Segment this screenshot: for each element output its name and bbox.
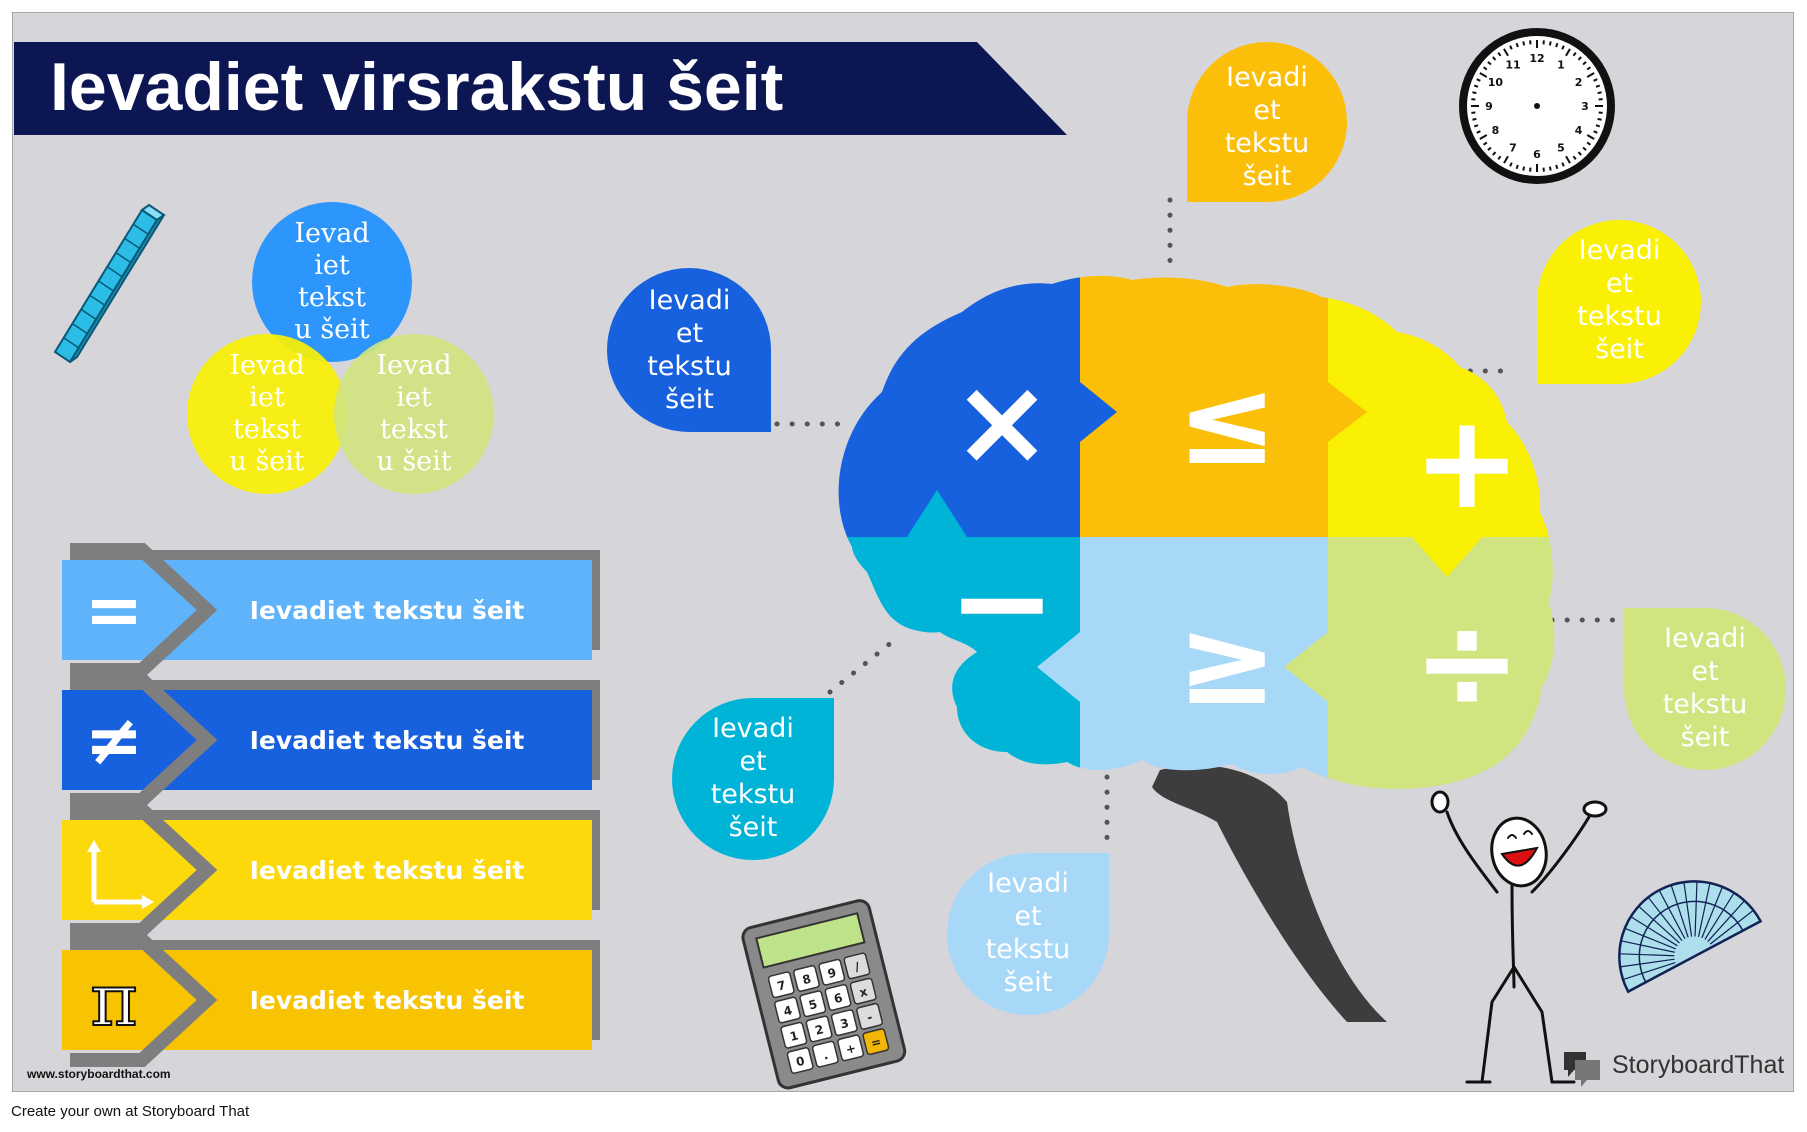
clock-number: 4	[1575, 124, 1583, 137]
speech-bubble-6	[947, 853, 1109, 1015]
brain	[838, 275, 1555, 789]
equals-icon: =	[84, 569, 144, 651]
clock-number: 2	[1575, 76, 1583, 89]
band-label-4[interactable]: Ievadiet tekstu šeit	[249, 985, 525, 1015]
clock-number: 7	[1509, 142, 1517, 155]
calc-key: 4	[782, 1003, 793, 1019]
venn-circle-3	[334, 334, 494, 494]
band-label-3[interactable]: Ievadiet tekstu šeit	[249, 855, 525, 885]
calc-key: 6	[832, 991, 843, 1007]
clock-number: 1	[1557, 58, 1565, 71]
band-1	[62, 543, 600, 677]
brain-stem	[1152, 765, 1387, 1022]
band-3	[62, 803, 600, 937]
venn-circle-1	[252, 202, 412, 362]
calc-key: 0	[795, 1054, 806, 1070]
calc-key: /	[853, 959, 861, 974]
brain-region-lightblue	[1080, 537, 1328, 789]
bubble-text-right-top[interactable]: Ievadi et tekstu šeit	[1577, 234, 1662, 365]
stick-figure-icon	[1430, 790, 1608, 1084]
less-or-equal-icon: ≤	[1176, 352, 1278, 492]
calc-key: 2	[814, 1022, 825, 1038]
speech-bubble-5	[672, 698, 834, 860]
bubble-text-right-bottom[interactable]: Ievadi et tekstu šeit	[1662, 623, 1748, 753]
multiply-icon: ×	[951, 352, 1053, 492]
band-label-2[interactable]: Ievadiet tekstu šeit	[249, 725, 525, 755]
band-label-1[interactable]: Ievadiet tekstu šeit	[249, 595, 525, 625]
calc-key: 9	[826, 965, 837, 981]
greater-or-equal-icon: ≥	[1176, 592, 1278, 732]
page-title[interactable]: Ievadiet virsrakstu šeit	[50, 49, 784, 125]
calc-key: x	[858, 984, 869, 1000]
clock-number: 12	[1529, 52, 1544, 65]
band-4	[62, 933, 600, 1067]
speech-bubble-3	[1537, 220, 1701, 384]
storyboard-logo-icon	[1564, 1052, 1600, 1087]
not-equal-icon: ≠	[84, 699, 144, 781]
calc-key: 5	[807, 997, 818, 1013]
divide-icon: ÷	[1412, 586, 1522, 738]
pi-icon: π	[89, 957, 138, 1043]
bubble-text-bottom-left[interactable]: Ievadi et tekstu šeit	[710, 713, 796, 843]
protractor-icon	[1618, 880, 1763, 994]
clock-number: 3	[1581, 100, 1589, 113]
plus-icon: +	[1412, 386, 1522, 538]
title-banner	[14, 42, 1067, 135]
storyboard-logo[interactable]: StoryboardThat	[1560, 1050, 1784, 1080]
venn-text-left[interactable]: Ievad iet tekst u šeit	[229, 350, 305, 477]
calc-key: =	[869, 1035, 882, 1051]
calc-key: 3	[839, 1016, 850, 1032]
calc-key: 8	[801, 972, 812, 988]
band-2	[62, 673, 600, 807]
clock-number: 5	[1557, 142, 1565, 155]
bubble-text-bottom[interactable]: Ievadi et tekstu šeit	[985, 868, 1071, 998]
minus-icon: −	[947, 526, 1057, 678]
calc-key: +	[844, 1041, 857, 1057]
watermark-url: www.storyboardthat.com	[27, 1067, 171, 1081]
clock-number: 6	[1533, 148, 1541, 161]
clock-number: 11	[1505, 58, 1520, 71]
axes-icon	[87, 840, 154, 909]
venn-text-right[interactable]: Ievad iet tekst u šeit	[376, 350, 452, 477]
clock-number: 8	[1492, 124, 1500, 137]
connector-lines	[774, 197, 1625, 845]
venn-text-top[interactable]: Ievad iet tekst u šeit	[294, 218, 370, 345]
venn-circle-2	[187, 334, 347, 494]
calc-key: 1	[788, 1028, 799, 1044]
calc-key: .	[822, 1048, 830, 1063]
calc-key: -	[866, 1010, 874, 1025]
calc-key: 7	[776, 978, 787, 994]
footer-credit[interactable]: Create your own at Storyboard That	[11, 1103, 250, 1120]
bubble-text-left[interactable]: Ievadi et tekstu šeit	[647, 284, 732, 415]
brain-region-orange	[1080, 275, 1328, 537]
bubble-text-top[interactable]: Ievadi et tekstu šeit	[1224, 62, 1310, 192]
clock-number: 9	[1485, 100, 1493, 113]
clock-number: 10	[1488, 76, 1504, 89]
ruler-rod-icon	[53, 203, 166, 364]
speech-bubble-2	[607, 268, 771, 432]
speech-bubble-4	[1624, 608, 1786, 770]
speech-bubble-1	[1187, 42, 1347, 202]
logo-text: StoryboardThat	[1612, 1050, 1785, 1079]
